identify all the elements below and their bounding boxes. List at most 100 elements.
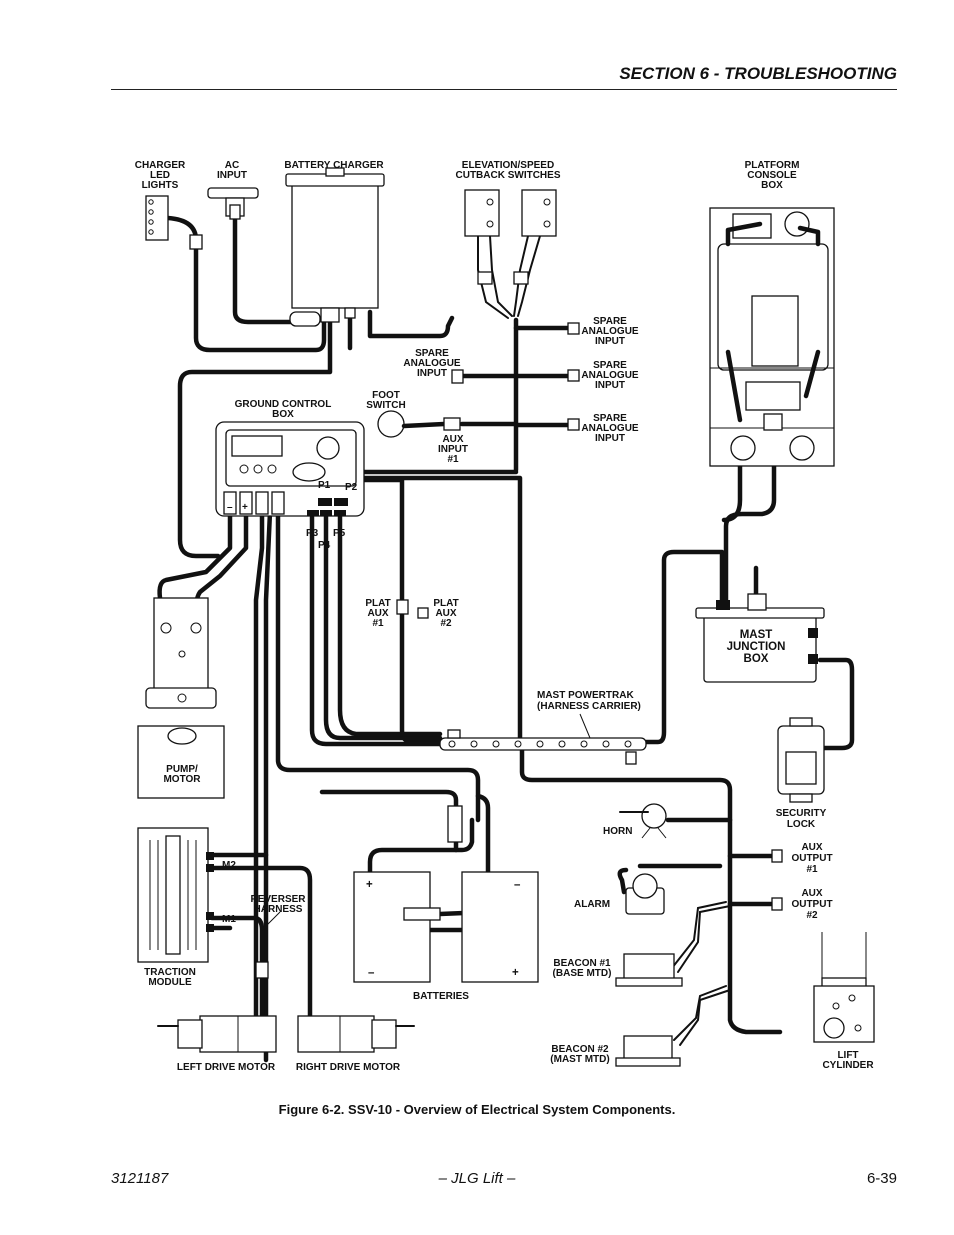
spare4-label-3: INPUT	[417, 368, 447, 379]
plat-aux1-label-2: AUX	[367, 608, 388, 619]
spare1-label-2: ANALOGUE	[581, 326, 639, 337]
powertrak-label-2: (HARNESS CARRIER)	[537, 701, 641, 712]
beacon1-label: BEACON #1	[553, 958, 611, 969]
horn-label: HORN	[603, 826, 632, 837]
p3-label: P3	[306, 528, 319, 539]
svg-text:–: –	[514, 879, 521, 891]
plat-aux2-label-3: #2	[440, 618, 452, 629]
platform-console-box	[709, 207, 835, 467]
beacon2-label: BEACON #2	[551, 1044, 609, 1055]
publisher: – JLG Lift –	[438, 1170, 516, 1187]
foot-switch-label-2: SWITCH	[366, 400, 405, 411]
pump-motor-label-2: MOTOR	[163, 774, 201, 785]
m2-label: M2	[222, 860, 236, 871]
pump-motor	[137, 597, 225, 799]
reverser-label: REVERSER	[250, 894, 306, 905]
security-label-2: LOCK	[787, 819, 816, 830]
foot-switch-label: FOOT	[372, 390, 400, 401]
right-motor-label: RIGHT DRIVE MOTOR	[296, 1062, 401, 1073]
svg-text:–: –	[227, 502, 233, 513]
spare3-label-2: ANALOGUE	[581, 423, 639, 434]
svg-text:+: +	[242, 502, 248, 513]
aux-input-label: AUX	[442, 434, 463, 445]
svg-text:–: –	[368, 967, 375, 979]
ac-input-connector	[207, 187, 259, 220]
spare4-label-2: ANALOGUE	[403, 358, 461, 369]
battery-charger	[285, 167, 385, 327]
charger-led-label-3: LIGHTS	[142, 180, 179, 191]
ground-control-box	[215, 421, 365, 517]
wiring-harness	[157, 207, 855, 1063]
alarm	[625, 873, 665, 915]
platform-console-label-2: CONSOLE	[747, 170, 797, 181]
spare1-label: SPARE	[593, 316, 627, 327]
mast-jbox-label-3: BOX	[744, 653, 769, 665]
mast-jbox-label-2: JUNCTION	[727, 641, 786, 653]
spare3-label: SPARE	[593, 413, 627, 424]
lift-cyl-label-2: CYLINDER	[822, 1060, 874, 1071]
security-label: SECURITY	[776, 808, 827, 819]
aux-out1-label: AUX	[801, 842, 822, 853]
plat-aux1-label: PLAT	[365, 598, 390, 609]
aux-out2-label: AUX	[801, 888, 822, 899]
cutback-switches	[464, 189, 557, 285]
lift-cylinder	[813, 932, 875, 1043]
beacon2-label-2: (MAST MTD)	[550, 1054, 609, 1065]
traction-module	[137, 827, 214, 963]
spare-input-connector-1	[567, 322, 580, 335]
reverser-label-2: HARNESS	[254, 904, 303, 915]
left-drive-motor	[157, 1015, 277, 1053]
ac-input-label-2: INPUT	[217, 170, 247, 181]
charger-led-lights	[145, 195, 203, 250]
traction-label-2: MODULE	[148, 977, 192, 988]
cutback-label-2: CUTBACK SWITCHES	[456, 170, 561, 181]
aux-out1-label-3: #1	[806, 864, 818, 875]
batteries-label: BATTERIES	[413, 991, 469, 1002]
mast-jbox-label: MAST	[740, 629, 773, 641]
traction-label: TRACTION	[144, 967, 196, 978]
reverser-leader	[261, 911, 281, 931]
pump-motor-label: PUMP/	[166, 764, 198, 775]
spare3-label-3: INPUT	[595, 433, 625, 444]
plat-aux2-connector	[417, 607, 429, 619]
p2-label: P2	[345, 482, 358, 493]
spare2-label: SPARE	[593, 360, 627, 371]
aux-out2-label-3: #2	[806, 910, 818, 921]
cutback-label: ELEVATION/SPEED	[462, 160, 554, 171]
platform-console-label: PLATFORM	[745, 160, 800, 171]
reverser-harness-connector	[255, 961, 269, 979]
spare-input-connector-3	[567, 418, 580, 431]
mast-junction-box	[695, 593, 825, 683]
section-header: SECTION 6 - TROUBLESHOOTING	[619, 64, 897, 83]
aux-output1-connector	[771, 849, 783, 863]
platform-console-label-3: BOX	[761, 180, 783, 191]
right-drive-motor	[297, 1015, 415, 1053]
left-motor-label: LEFT DRIVE MOTOR	[177, 1062, 276, 1073]
p5-label: P5	[333, 528, 346, 539]
foot-switch	[377, 410, 461, 438]
doc-number: 3121187	[111, 1170, 169, 1187]
spare1-label-3: INPUT	[595, 336, 625, 347]
mast-powertrak	[439, 713, 647, 765]
plat-aux1-label-3: #1	[372, 618, 384, 629]
plat-aux1-connector	[396, 599, 409, 615]
beacon-mast	[615, 1035, 681, 1067]
aux-input-label-2: INPUT	[438, 444, 468, 455]
aux-input-label-3: #1	[447, 454, 459, 465]
ground-box-label: GROUND CONTROL	[235, 399, 332, 410]
security-lock-keypad	[777, 717, 825, 803]
spare2-label-3: INPUT	[595, 380, 625, 391]
alarm-label: ALARM	[574, 899, 610, 910]
ac-input-label: AC	[225, 160, 239, 171]
aux-output2-connector	[771, 897, 783, 911]
figure-caption: Figure 6-2. SSV-10 - Overview of Electri…	[278, 1102, 676, 1117]
plat-aux2-label: PLAT	[433, 598, 458, 609]
batteries	[353, 805, 539, 983]
spare2-label-2: ANALOGUE	[581, 370, 639, 381]
aux-out2-label-2: OUTPUT	[791, 899, 832, 910]
spare4-label: SPARE	[415, 348, 449, 359]
charger-led-label-2: LED	[150, 170, 170, 181]
header-rule	[111, 89, 897, 90]
page-number: 6-39	[866, 1170, 897, 1187]
